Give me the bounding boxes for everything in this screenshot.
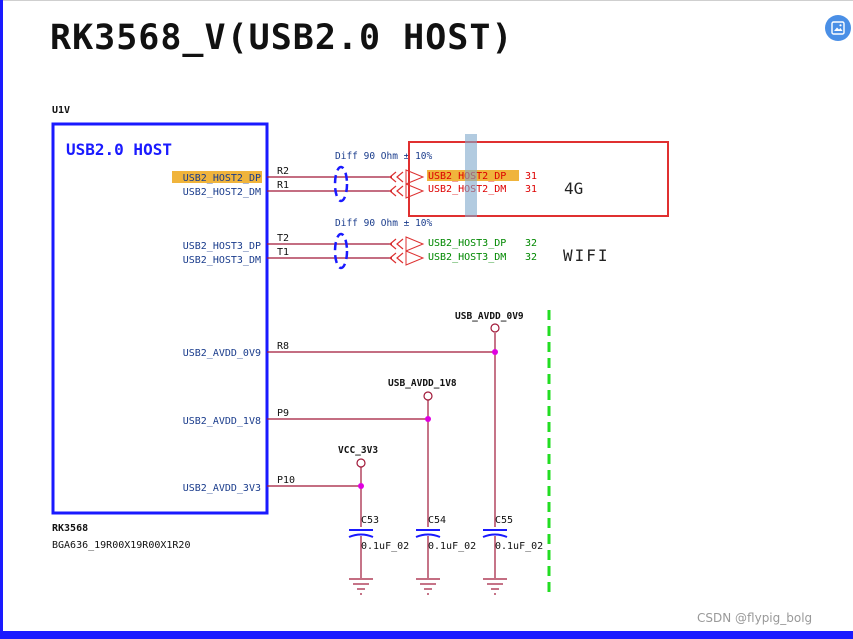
capacitor-c53 <box>348 529 374 578</box>
image-icon <box>831 21 845 35</box>
net-page-ref: 31 <box>525 171 537 182</box>
diff-note: Diff 90 Ohm ± 10% <box>335 151 433 162</box>
power-port <box>423 391 433 401</box>
cap-value: 0.1uF_02 <box>495 541 543 552</box>
cap-ref: C54 <box>428 515 446 526</box>
pin-highlight <box>172 171 262 183</box>
component-body <box>51 122 269 515</box>
power-port <box>356 458 366 468</box>
net-label: USB2_HOST3_DM <box>428 252 506 263</box>
offpage-flag <box>405 250 425 266</box>
pin-label: USB2_HOST3_DP <box>183 241 261 252</box>
offpage-flag <box>405 183 425 199</box>
offpage-connector <box>389 185 404 197</box>
frame-left-border <box>0 0 3 639</box>
offpage-connector <box>389 238 404 250</box>
pin-label: USB2_HOST2_DP <box>183 173 261 184</box>
callout-box <box>408 141 669 217</box>
offpage-connector <box>389 252 404 264</box>
watermark: CSDN @flypig_bolg <box>697 611 813 625</box>
junction-dot <box>358 483 364 489</box>
junction-dot <box>425 416 431 422</box>
page-title: RK3568_V(USB2.0 HOST) <box>50 18 514 58</box>
ball-number: R1 <box>277 180 289 191</box>
junction-dot <box>492 349 498 355</box>
part-number: RK3568 <box>52 523 88 534</box>
cap-value: 0.1uF_02 <box>361 541 409 552</box>
net-page-ref: 32 <box>525 238 537 249</box>
ground-icon <box>416 578 440 595</box>
capacitor-c55 <box>482 529 508 578</box>
cap-ref: C53 <box>361 515 379 526</box>
selection-band <box>465 134 477 217</box>
power-label: USB_AVDD_1V8 <box>388 378 457 389</box>
diff-pair-marker <box>333 232 349 270</box>
capacitor-c54 <box>415 529 441 578</box>
ground-icon <box>483 578 507 595</box>
ball-number: T2 <box>277 233 289 244</box>
net-page-ref: 31 <box>525 184 537 195</box>
offpage-flag <box>405 169 425 185</box>
ball-number: T1 <box>277 247 289 258</box>
pin-label: USB2_HOST2_DM <box>183 187 261 198</box>
ball-number: P9 <box>277 408 289 419</box>
ball-number: P10 <box>277 475 295 486</box>
group-label-wifi: WIFI <box>563 246 610 265</box>
component-ref: U1V <box>52 105 70 116</box>
package-name: BGA636_19R00X19R00X1R20 <box>52 540 190 551</box>
ground-icon <box>349 578 373 595</box>
frame-bottom-border <box>0 631 853 639</box>
diff-note: Diff 90 Ohm ± 10% <box>335 218 433 229</box>
offpage-connector <box>389 171 404 183</box>
offpage-flag <box>405 236 425 252</box>
float-image-button[interactable] <box>825 15 851 41</box>
pin-label: USB2_HOST3_DM <box>183 255 261 266</box>
cap-ref: C55 <box>495 515 513 526</box>
diff-pair-marker <box>333 165 349 203</box>
ball-number: R2 <box>277 166 289 177</box>
block-title: USB2.0 HOST <box>66 140 172 159</box>
power-port <box>490 323 500 333</box>
frame-top-line <box>0 0 853 1</box>
power-label: VCC_3V3 <box>338 445 378 456</box>
cap-value: 0.1uF_02 <box>428 541 476 552</box>
pin-label: USB2_AVDD_3V3 <box>183 483 261 494</box>
net-page-ref: 32 <box>525 252 537 263</box>
power-label: USB_AVDD_0V9 <box>455 311 524 322</box>
ball-number: R8 <box>277 341 289 352</box>
group-label-4g: 4G <box>564 179 583 198</box>
pin-label: USB2_AVDD_0V9 <box>183 348 261 359</box>
net-label: USB2_HOST3_DP <box>428 238 506 249</box>
pin-label: USB2_AVDD_1V8 <box>183 416 261 427</box>
